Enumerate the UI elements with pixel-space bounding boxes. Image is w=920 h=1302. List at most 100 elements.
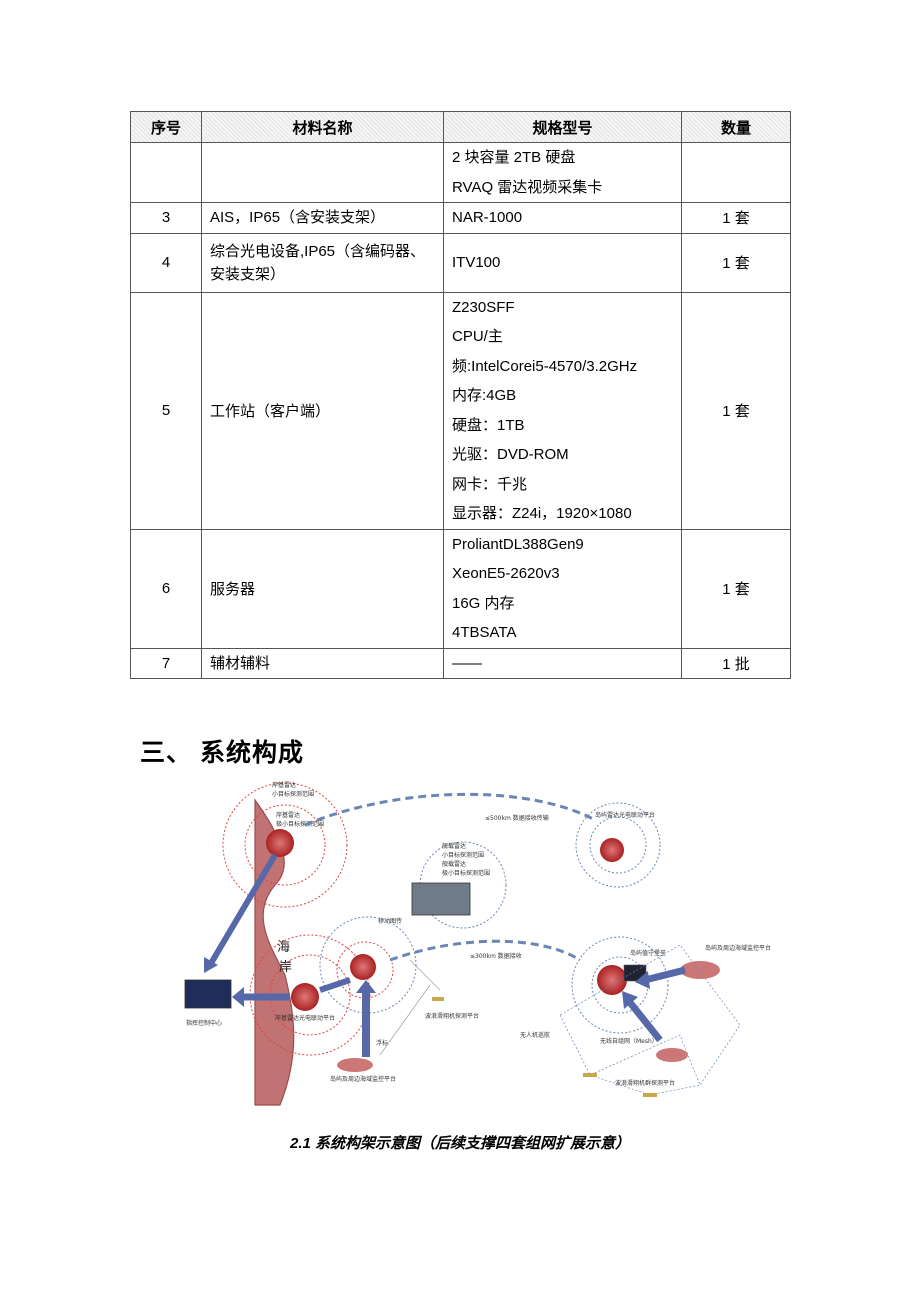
row-spec: NAR-1000 (443, 202, 682, 234)
radar-dish-icon (600, 838, 624, 862)
arrow-to-command (207, 853, 278, 967)
range-circle (319, 916, 417, 1014)
spec-line: CPU/主 (452, 328, 503, 345)
buoy-icon (432, 997, 444, 1001)
label-ship-4: 极小目标探测范围 (442, 869, 490, 877)
row-spec: 2 块容量 2TB 硬盘 RVAQ 雷达视频采集卡 (443, 142, 682, 203)
spec-line: NAR-1000 (452, 209, 523, 226)
row-no (130, 142, 202, 203)
header-spec: 规格型号 (443, 111, 682, 143)
radar-dish-icon (350, 954, 376, 980)
ship-image (411, 882, 471, 916)
row-spec: —— (443, 647, 682, 679)
radar-dish-icon (597, 965, 627, 995)
arrow-right-island (644, 966, 686, 984)
label-command: 指挥控制中心 (186, 1019, 222, 1027)
range-circle (222, 782, 348, 908)
spec-line: RVAQ 雷达视频采集卡 (452, 178, 603, 196)
label-top-left-2: 小目标探测范围 (272, 790, 314, 798)
name-text: 辅材辅料 (210, 654, 271, 672)
range-circle (571, 936, 669, 1034)
label-buoy: 浮标 (376, 1039, 388, 1047)
arrowhead (356, 980, 376, 993)
row-qty: 1 套 (681, 528, 791, 649)
row-name: 综合光电设备,IP65（含编码器、安装支架） (201, 232, 444, 293)
label-ship-3: 舰载雷达 (442, 860, 466, 868)
spec-line: 内存:4GB (452, 387, 517, 404)
header-name: 材料名称 (201, 111, 444, 143)
label-ship-2: 小目标探测范围 (442, 851, 484, 859)
spec-line: 频:IntelCorei5-4570/3.2GHz (452, 357, 638, 375)
shore-label-1: 海 (277, 940, 290, 955)
table-header-row: 序号 材料名称 规格型号 数量 (130, 111, 791, 143)
row-name (201, 142, 444, 203)
spec-line: ProliantDL388Gen9 (452, 535, 584, 553)
row-no: 5 (130, 291, 202, 530)
materials-table: 序号 材料名称 规格型号 数量 2 块容量 2TB 硬盘 RVAQ 雷达视频采集… (130, 111, 791, 679)
section-title: 三、 系统构成 (140, 739, 304, 767)
spec-line: —— (452, 654, 482, 672)
mesh-link (649, 1084, 701, 1096)
buoy-icon (583, 1073, 597, 1077)
arrow-right-buoy (625, 997, 663, 1043)
arrowhead (622, 991, 638, 1009)
range-circle (575, 802, 661, 888)
row-name: AIS，IP65（含安装支架） (201, 202, 444, 234)
table-row: 7 辅材辅料 —— 1 批 (130, 647, 791, 679)
table-row: 4 综合光电设备,IP65（含编码器、安装支架） ITV100 1 套 (130, 232, 791, 293)
command-center-screen (184, 979, 232, 1009)
label-right-island: 岛屿及周边海域监控平台 (705, 944, 771, 952)
header-no: 序号 (130, 111, 202, 143)
label-top-left-4: 极小目标探测范围 (276, 820, 324, 828)
link-top (304, 792, 596, 827)
row-no: 3 (130, 202, 202, 234)
arrowhead (204, 957, 218, 973)
label-mid-link: ≤300km 数据接收 (470, 952, 522, 960)
radar-dish-icon (266, 829, 294, 857)
spec-line: ITV100 (452, 253, 501, 271)
range-circle (419, 841, 507, 929)
figure-caption: 2.1 系统构架示意图（后续支撑四套组网扩展示意） (289, 1135, 631, 1152)
header-qty: 数量 (681, 111, 791, 143)
table-row: 5 工作站（客户端） Z230SFF CPU/主 频:IntelCorei5-4… (130, 291, 791, 530)
label-mesh: 无线自组网（Mesh） (600, 1037, 658, 1045)
name-text: 综合光电设备,IP65（含编码器、安装支架） (210, 242, 426, 283)
arrow-ship-to-shore (319, 977, 351, 993)
spec-line: Z230SFF (452, 298, 515, 316)
spec-line: 4TBSATA (452, 624, 517, 641)
spec-line: XeonE5-2620v3 (452, 565, 560, 582)
table-row: 6 服务器 ProliantDL388Gen9 XeonE5-2620v3 16… (130, 528, 791, 649)
shore-label-2: 岸 (279, 960, 292, 975)
row-qty: 1 套 (681, 291, 791, 530)
buoy-line (409, 959, 441, 991)
buoy-icon (643, 1093, 657, 1097)
spec-line: 光驱：DVD-ROM (452, 446, 569, 463)
label-shore-platform: 岸基雷达光电联动平台 (275, 1014, 335, 1022)
name-text: AIS，IP65（含安装支架） (210, 209, 386, 226)
spec-line: 网卡：千兆 (452, 475, 528, 493)
row-name: 辅材辅料 (201, 647, 444, 679)
range-circle (336, 941, 394, 999)
label-ship-1: 舰载雷达 (442, 842, 466, 850)
row-qty (681, 142, 791, 203)
system-architecture-diagram: 海 岸 岸基雷达 小目标探测范围 岸基雷达 极小目标探测范围 ≤500km 数据… (184, 781, 771, 1106)
label-mobile: 移动图传 (378, 917, 402, 925)
spec-line: 16G 内存 (452, 594, 515, 612)
label-top-left-3: 岸基雷达 (276, 811, 300, 819)
mesh-link (589, 1074, 651, 1096)
label-right-buoy: 波浪滑翔机群探测平台 (615, 1079, 675, 1087)
label-island-sea: 岛屿及周边海域监控平台 (330, 1075, 396, 1083)
link-middle (389, 939, 581, 962)
table-row: 2 块容量 2TB 硬盘 RVAQ 雷达视频采集卡 (130, 142, 791, 203)
radar-dish-icon (291, 983, 319, 1011)
spec-line: 硬盘：1TB (452, 416, 525, 434)
label-right-station: 岛屿值守堡垒 (630, 949, 666, 957)
spec-line: 显示器：Z24i，1920×1080 (452, 505, 632, 522)
island-platform-shape (656, 1048, 688, 1062)
label-top-left-1: 岸基雷达 (272, 781, 296, 789)
row-spec: ITV100 (443, 232, 682, 293)
table-row: 3 AIS，IP65（含安装支架） NAR-1000 1 套 (130, 202, 791, 234)
row-spec: ProliantDL388Gen9 XeonE5-2620v3 16G 内存 4… (443, 528, 682, 649)
label-buoy-platform: 波浪滑翔机探测平台 (425, 1012, 479, 1020)
arrowhead (232, 987, 244, 1007)
